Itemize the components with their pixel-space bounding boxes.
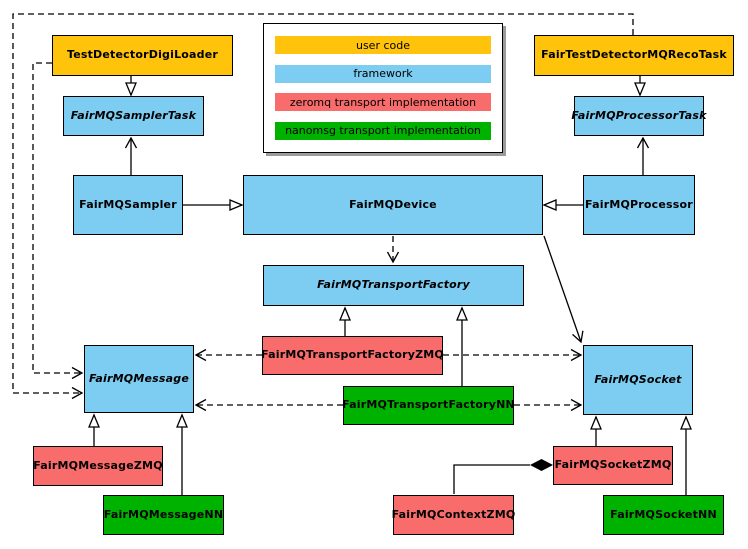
node-fairmqsamplertask: FairMQSamplerTask [63, 96, 204, 136]
node-fairmqsampler: FairMQSampler [73, 175, 183, 235]
node-fairmqmessage: FairMQMessage [84, 345, 194, 413]
node-fairmqmessagenn: FairMQMessageNN [103, 495, 224, 535]
node-testdetectordigiloader: TestDetectorDigiLoader [52, 35, 233, 76]
legend-item-framework: framework [275, 64, 491, 83]
node-fairmqdevice: FairMQDevice [243, 175, 543, 235]
legend-box: user code framework zeromq transport imp… [263, 23, 503, 153]
edge-device-socket [543, 235, 584, 344]
node-fairmqprocessortask: FairMQProcessorTask [571, 96, 706, 136]
edge-digiloader-message [32, 62, 84, 380]
node-fairtestdetectormqrecotask: FairTestDetectorMQRecoTask [534, 35, 734, 76]
node-fairmqmessagezmq: FairMQMessageZMQ [33, 446, 163, 486]
legend-item-nanomsg: nanomsg transport implementation [275, 121, 491, 140]
node-fairmqtransportfactorynn: FairMQTransportFactoryNN [342, 386, 515, 425]
node-fairmqsocketzmq: FairMQSocketZMQ [553, 446, 673, 485]
composition-diamond-icon [530, 459, 553, 471]
legend-item-user-code: user code [275, 36, 491, 54]
node-fairmqtransportfactoryzmq: FairMQTransportFactoryZMQ [261, 336, 444, 375]
node-fairmqsocketnn: FairMQSocketNN [603, 495, 724, 535]
legend-item-zeromq: zeromq transport implementation [275, 93, 491, 112]
node-fairmqtransportfactory: FairMQTransportFactory [263, 265, 524, 306]
edge-socketzmq-contextzmq [453, 464, 530, 494]
node-fairmqsocket: FairMQSocket [583, 345, 693, 415]
node-fairmqcontextzmq: FairMQContextZMQ [392, 495, 515, 535]
node-fairmqprocessor: FairMQProcessor [583, 175, 695, 235]
edge-recotask-message [12, 13, 634, 400]
